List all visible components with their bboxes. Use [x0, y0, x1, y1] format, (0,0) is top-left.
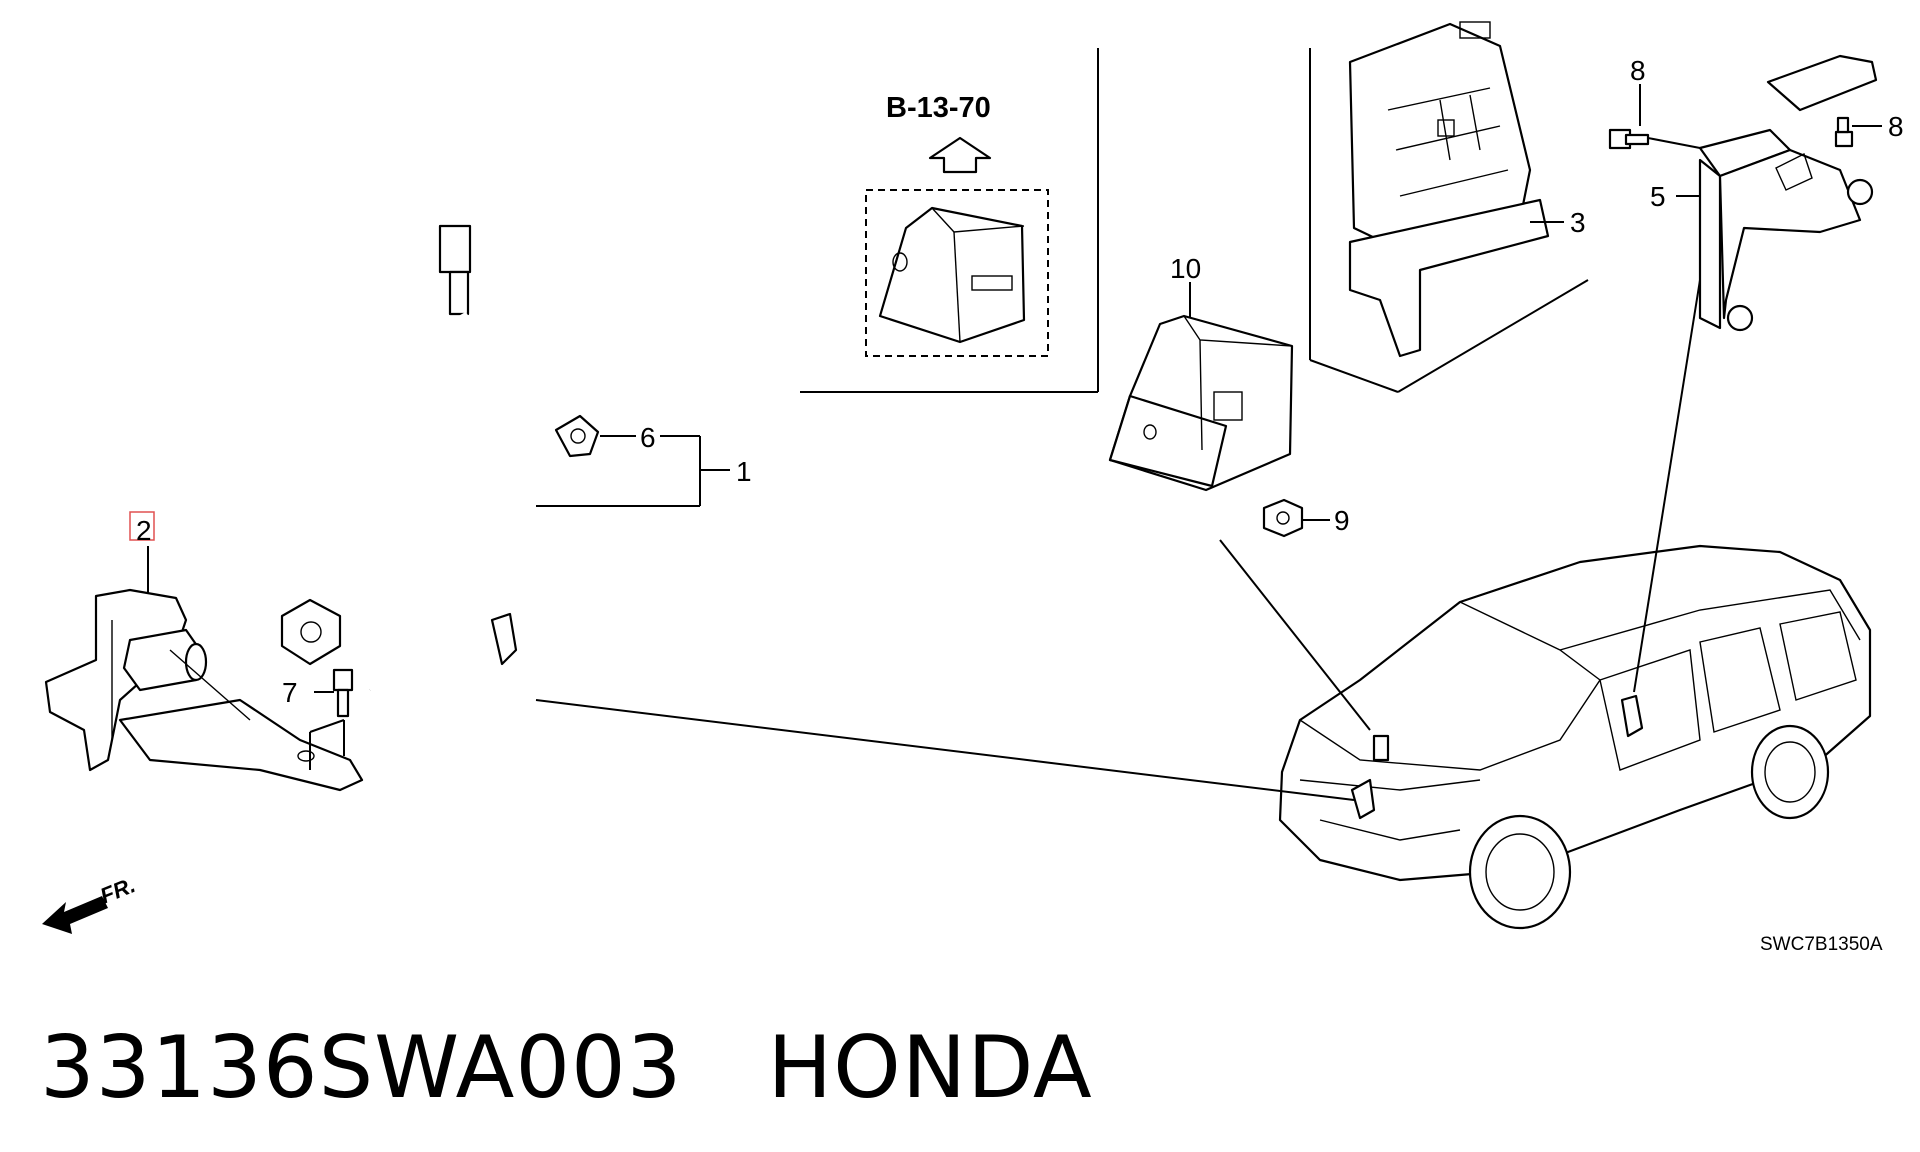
- bolt-part-7: [332, 668, 354, 718]
- highlight-box: [129, 511, 155, 541]
- callout-8-left: 8: [1630, 55, 1646, 86]
- callout-2: 2: [136, 515, 152, 546]
- callout-10: 10: [1170, 253, 1201, 284]
- reference-dashed-box: [865, 189, 1049, 357]
- relay-module-inset: [878, 206, 1026, 344]
- nut-part-9: [1262, 498, 1304, 538]
- caption-separator: [682, 1018, 767, 1118]
- bolt-part-8-left: [1608, 128, 1650, 150]
- inset-frame-left: [800, 48, 1099, 393]
- actuator-part-2: [44, 588, 364, 792]
- callout-6: 6: [640, 422, 656, 453]
- callout-8-right: 8: [1888, 111, 1904, 142]
- direction-arrow-icon: [42, 896, 108, 934]
- clip-part-6: [554, 414, 600, 458]
- height-sensor-part-5: [1698, 54, 1878, 332]
- front-direction-indicator: FR.: [42, 872, 139, 934]
- part-caption: 33136SWA003 HONDA: [40, 1018, 1093, 1118]
- callout-3: 3: [1570, 207, 1586, 238]
- callout-1: 1: [736, 456, 752, 487]
- reference-code: B-13-70: [886, 92, 991, 124]
- vehicle-illustration: [1278, 544, 1872, 930]
- direction-label: FR.: [97, 872, 139, 908]
- callout-7: 7: [282, 677, 298, 708]
- up-arrow-icon: [928, 136, 992, 174]
- callout-9: 9: [1334, 505, 1350, 536]
- leader-lines: [535, 279, 1701, 801]
- callout-5: 5: [1650, 181, 1666, 212]
- brand-name: HONDA: [767, 1018, 1093, 1118]
- inset-frame-right: [1309, 48, 1589, 393]
- part-number: 33136SWA003: [40, 1018, 683, 1118]
- wire-harness-part-1: [280, 224, 575, 695]
- figure-code: SWC7B1350A: [1760, 934, 1883, 955]
- bolt-part-8-right: [1834, 116, 1854, 148]
- control-unit-part-3: [1348, 21, 1550, 358]
- module-part-10: [1108, 314, 1294, 492]
